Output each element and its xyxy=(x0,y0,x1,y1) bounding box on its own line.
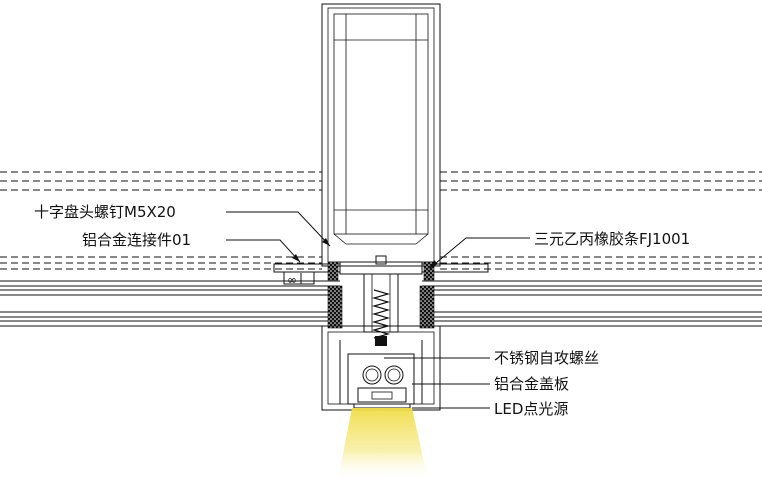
central-fixing xyxy=(339,255,423,346)
glass-panes xyxy=(0,280,762,327)
label-tapping-screw: 不锈钢自攻螺丝 xyxy=(494,349,599,367)
middle-dashed-lines xyxy=(0,256,762,270)
leader-lines xyxy=(226,211,530,409)
label-connector: 铝合金连接件01 xyxy=(82,231,191,249)
label-led: LED点光源 xyxy=(494,400,568,418)
upper-mullion xyxy=(321,3,441,267)
aluminum-connector: ∞ xyxy=(273,263,489,287)
label-cover: 铝合金盖板 xyxy=(494,375,569,393)
label-gasket: 三元乙丙橡胶条FJ1001 xyxy=(534,230,690,248)
left-gasket xyxy=(327,261,343,329)
right-gasket xyxy=(419,261,435,329)
label-screw: 十字盘头螺钉M5X20 xyxy=(34,203,176,221)
led-light-beam xyxy=(338,408,428,480)
upper-glass-lines xyxy=(0,171,762,191)
svg-text:∞: ∞ xyxy=(287,273,297,287)
